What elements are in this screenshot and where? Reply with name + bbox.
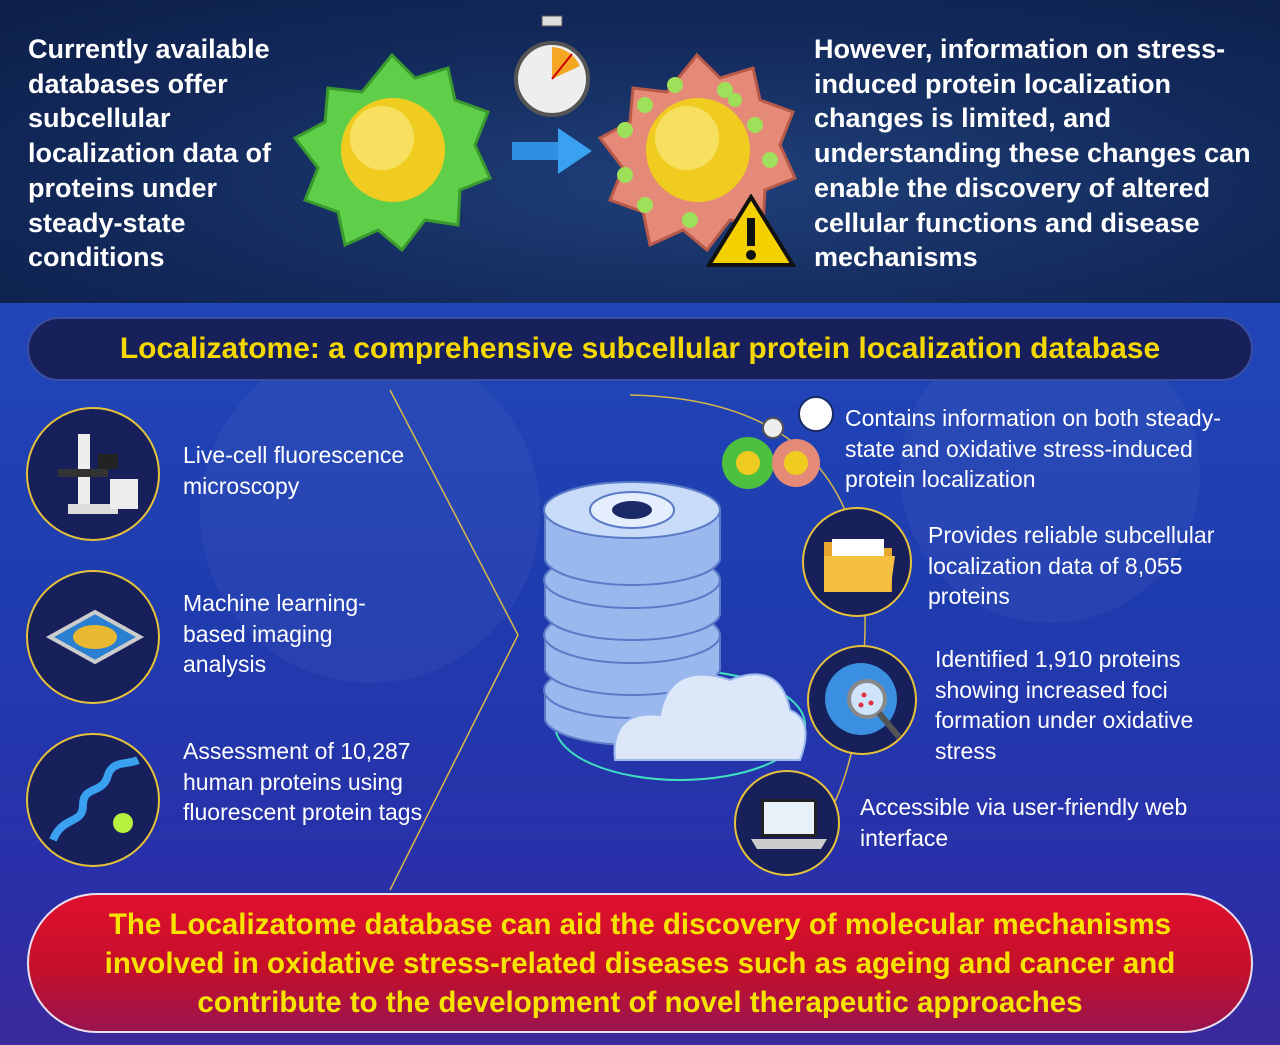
stopwatch-icon (514, 15, 590, 117)
title-banner: Localizatome: a comprehensive subcellula… (27, 317, 1253, 381)
protein-circle (26, 733, 160, 867)
arrow-right-icon (512, 128, 592, 174)
protein-helix-icon (49, 756, 140, 842)
feature-text: Contains information on both steady-stat… (845, 405, 1221, 492)
chevron-divider (389, 389, 519, 891)
warning-icon (706, 194, 796, 267)
database-cloud-icon (543, 481, 807, 781)
title-text: Localizatome: a comprehensive subcellula… (119, 332, 1161, 365)
microscope-circle (26, 407, 160, 541)
feature-text: Identified 1,910 proteins showing increa… (935, 646, 1194, 764)
stress-limitation-text: However, information on stress-induced p… (814, 34, 1251, 273)
feature-text: Provides reliable subcellular localizati… (928, 522, 1215, 609)
foci-magnifier-icon (825, 663, 902, 739)
microscope-icon (58, 434, 138, 514)
conclusion-banner: The Localizatome database can aid the di… (27, 893, 1253, 1033)
foci-circle (807, 645, 917, 755)
healthy-cell-icon (292, 52, 493, 253)
steady-state-text: Currently available databases offer subc… (28, 34, 272, 273)
folder-circle (802, 507, 912, 617)
laptop-circle (734, 770, 840, 876)
feature-text: Accessible via user-friendly web interfa… (860, 794, 1188, 851)
method-text: Assessment of 10,287 human proteins usin… (183, 738, 423, 825)
folder-icon (824, 539, 895, 592)
ai-chip-circle (26, 570, 160, 704)
cells-stress-circle (718, 403, 822, 507)
hierarchy-icon (798, 396, 834, 432)
cells-stress-icon (722, 417, 820, 489)
ai-chip-icon (45, 609, 145, 665)
method-text: Machine learning-based imaging analysis (183, 590, 366, 677)
laptop-icon (751, 799, 827, 849)
method-text: Live-cell fluorescence microscopy (183, 442, 405, 499)
conclusion-text: The Localizatome database can aid the di… (104, 907, 1176, 1019)
stressed-cell-icon (597, 52, 798, 253)
